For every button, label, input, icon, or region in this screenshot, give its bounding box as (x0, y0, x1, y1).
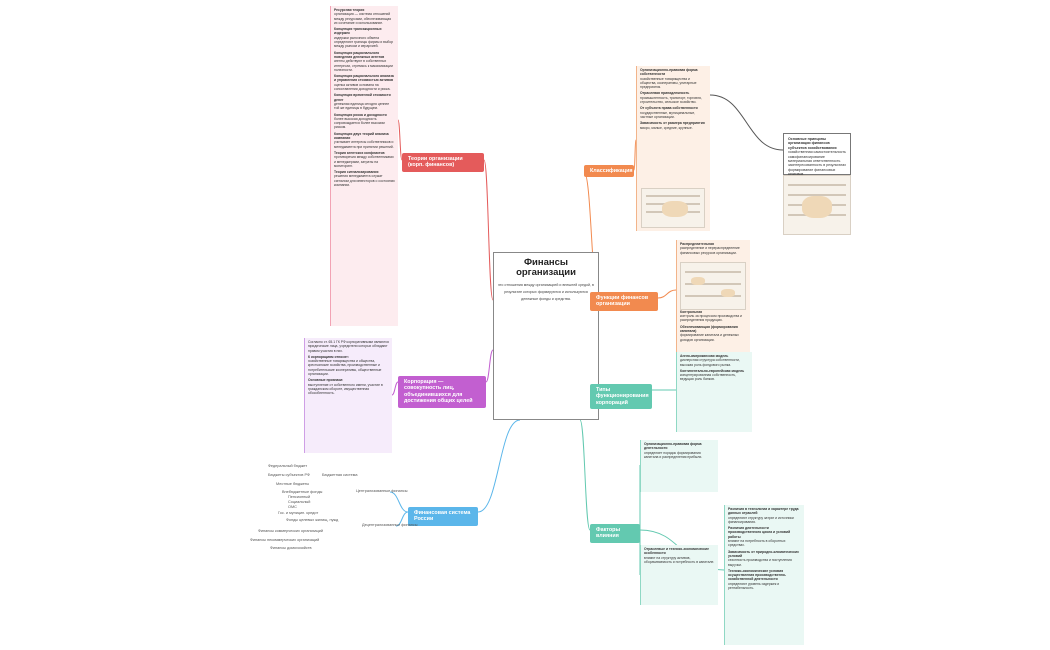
branch-system[interactable]: Финансовая система России (408, 507, 478, 526)
leaf-local[interactable]: Местные бюджеты (276, 482, 310, 486)
leaf-pension[interactable]: Пенсионный (288, 495, 311, 499)
central-topic[interactable]: Финансы организации это отношения между … (493, 252, 599, 420)
factors-note-3: Различия в технологии и характере труда … (724, 505, 804, 645)
link-principles (709, 94, 784, 151)
leaf-centralized[interactable]: Централизованные финансы (356, 489, 408, 493)
link-decentralized (395, 511, 409, 527)
link-factors (579, 419, 591, 531)
leaf-social[interactable]: Социальный (288, 500, 311, 504)
link-corp-notes (391, 381, 399, 396)
branch-corporation[interactable]: Корпорация — совокупность лиц, объединив… (398, 376, 486, 408)
central-description: это отношения между организацией и внешн… (498, 283, 594, 301)
leaf-noncommercial[interactable]: Финансы некоммерческих организаций (250, 538, 320, 542)
functions-image (680, 262, 746, 310)
link-theory-notes (397, 119, 403, 161)
link-centralized (389, 491, 409, 513)
corporation-notes: Согласно ст. 65.1 ГК РФ корпоративными я… (304, 338, 392, 453)
branch-types[interactable]: Типы функционирования корпораций (590, 384, 652, 410)
leaf-federal[interactable]: Федеральный бюджет (268, 464, 308, 468)
link-class-notes (633, 139, 637, 171)
leaf-housing[interactable]: Фонды целевых жилищ. нужд (286, 518, 339, 522)
factors-note-1: Организационно-правовая форма деятельнос… (640, 440, 718, 492)
link-corporation (485, 349, 494, 383)
branch-functions[interactable]: Функции финансов организации (590, 292, 658, 311)
principles-image (783, 175, 851, 235)
leaf-oms[interactable]: ОМС (288, 505, 297, 509)
link-func-notes (657, 289, 677, 299)
leaf-regional[interactable]: Бюджеты субъектов РФ (268, 473, 310, 477)
principles-note: Основные принципы организации финансов с… (783, 133, 851, 176)
branch-classification[interactable]: Классификация (584, 165, 634, 178)
branch-factors[interactable]: Факторы влияния (590, 524, 640, 543)
leaf-budget[interactable]: Бюджетная система (322, 473, 358, 477)
leaf-decentralized[interactable]: Децентрализованные финансы (362, 523, 418, 527)
link-theory (483, 159, 494, 301)
classification-image (641, 188, 705, 228)
leaf-credit[interactable]: Гос. и муницип. кредит (278, 511, 319, 515)
leaf-commercial[interactable]: Финансы коммерческих организаций (258, 529, 324, 533)
factors-note-2: Отраслевые и технико-экономические особе… (640, 545, 718, 605)
link-system (477, 419, 521, 513)
leaf-households[interactable]: Финансы домохозяйств (270, 546, 312, 550)
central-title: Финансы организации (516, 257, 576, 278)
branch-theory[interactable]: Теории организации (корп. финансов) (402, 153, 484, 172)
leaf-offbudget[interactable]: Внебюджетные фонды (282, 490, 323, 494)
